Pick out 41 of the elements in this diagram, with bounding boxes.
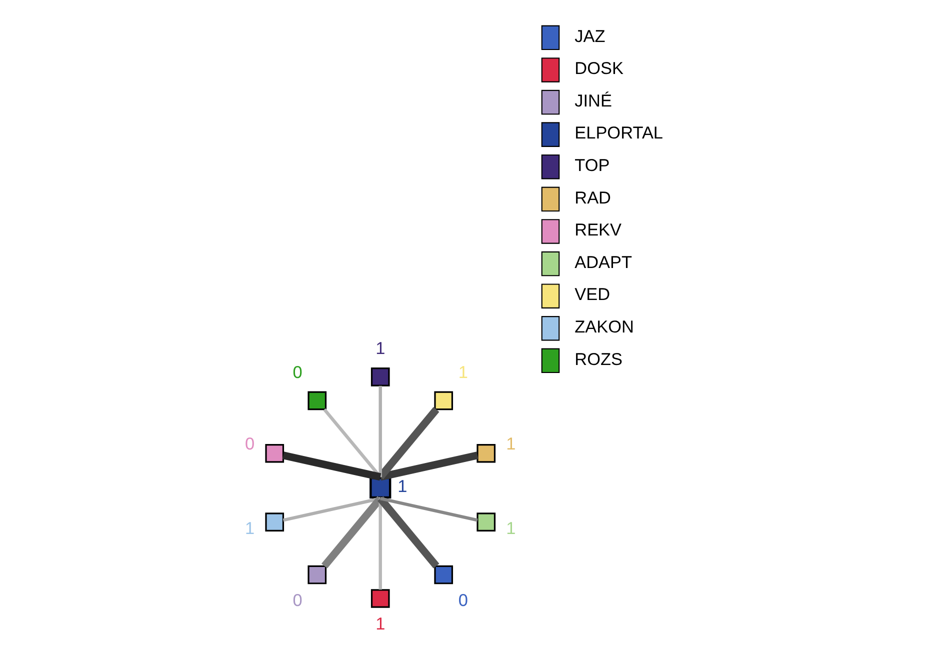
node-box (307, 391, 326, 410)
legend-label: ZAKON (574, 316, 634, 336)
legend-label: REKV (574, 220, 622, 240)
node-label: 0 (458, 590, 468, 610)
connector (379, 452, 478, 481)
legend-label: TOP (574, 154, 610, 175)
node-box (307, 565, 326, 584)
legend-label: RAD (574, 187, 611, 208)
node-label: 1 (506, 518, 516, 538)
node-box (434, 565, 453, 584)
connector (282, 452, 381, 481)
legend-label: ELPORTAL (574, 122, 663, 143)
connector (320, 496, 383, 568)
legend-label: JAZ (574, 26, 605, 46)
node-label: 1 (244, 518, 254, 538)
legend-label: VED (574, 284, 610, 304)
node-label: 1 (397, 476, 407, 496)
legend-label: ADAPT (574, 252, 632, 272)
node-label: 1 (506, 433, 516, 454)
connector (380, 496, 478, 522)
node-box (264, 512, 284, 532)
node-label: 0 (292, 362, 302, 382)
node-label: 0 (292, 590, 302, 610)
legend-label: ROZS (574, 348, 622, 369)
node-label: 0 (244, 433, 254, 454)
connector (376, 496, 439, 568)
node-label: 1 (375, 614, 385, 634)
node-label: 1 (458, 362, 468, 382)
node-box (476, 512, 496, 532)
node-box (434, 391, 453, 410)
connector (378, 498, 382, 590)
connector (282, 496, 380, 522)
connector (378, 386, 382, 477)
connector (322, 408, 382, 478)
node-box (476, 444, 496, 463)
node-box (370, 368, 390, 386)
legend-label: DOSK (574, 58, 623, 78)
node-box (264, 444, 284, 463)
node-box (370, 589, 390, 608)
legend-label: JINÉ (574, 90, 612, 110)
node-label: 1 (375, 338, 385, 358)
